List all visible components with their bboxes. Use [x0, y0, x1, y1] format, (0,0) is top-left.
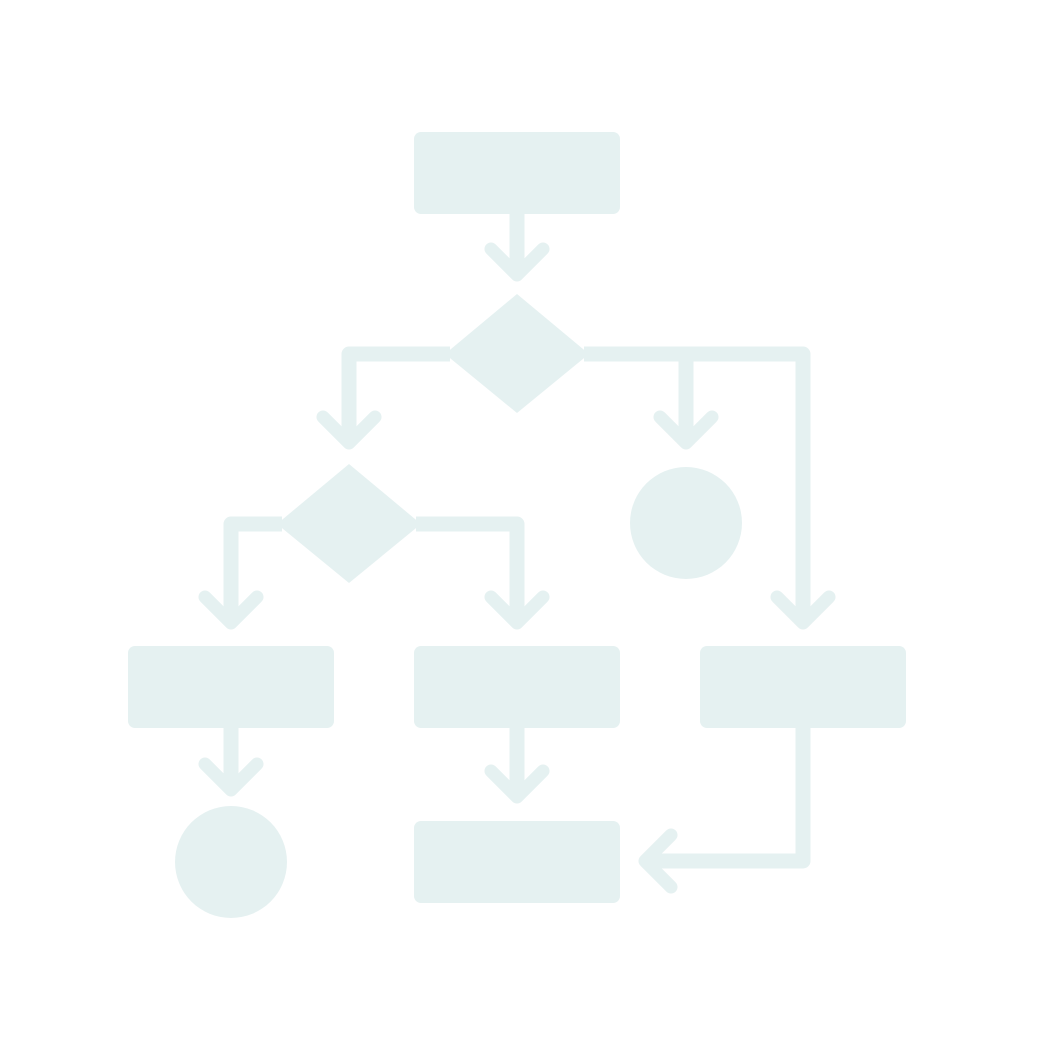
process-left-box	[128, 646, 334, 728]
arrowhead-end-process-side	[638, 828, 678, 894]
flowchart-nodes	[128, 132, 906, 918]
process-middle-box	[414, 646, 620, 728]
edge-decision-2-to-process-left	[223, 516, 282, 616]
arrowhead-decision-2	[316, 410, 382, 450]
arrowhead-end-process-top	[484, 764, 550, 804]
arrowhead-terminal-2	[198, 757, 264, 797]
arrowhead-decision-1	[484, 242, 550, 282]
arrowhead-process-middle	[484, 590, 550, 630]
arrowhead-terminal-1	[653, 410, 719, 450]
edge-decision-1-to-process-right	[686, 346, 811, 616]
terminal-2-circle	[175, 806, 287, 918]
decision-1-diamond	[445, 294, 589, 413]
edge-decision-1-to-decision-2	[341, 346, 450, 436]
connector-lines	[198, 212, 836, 894]
arrowhead-process-left	[198, 590, 264, 630]
start-process-box	[414, 132, 620, 214]
arrowhead-process-right	[770, 590, 836, 630]
terminal-1-circle	[630, 467, 742, 579]
edge-decision-2-to-process-middle	[416, 516, 525, 616]
end-process-box	[414, 821, 620, 903]
process-right-box	[700, 646, 906, 728]
edge-process-right-to-end-process	[652, 726, 811, 869]
decision-2-diamond	[277, 464, 421, 583]
